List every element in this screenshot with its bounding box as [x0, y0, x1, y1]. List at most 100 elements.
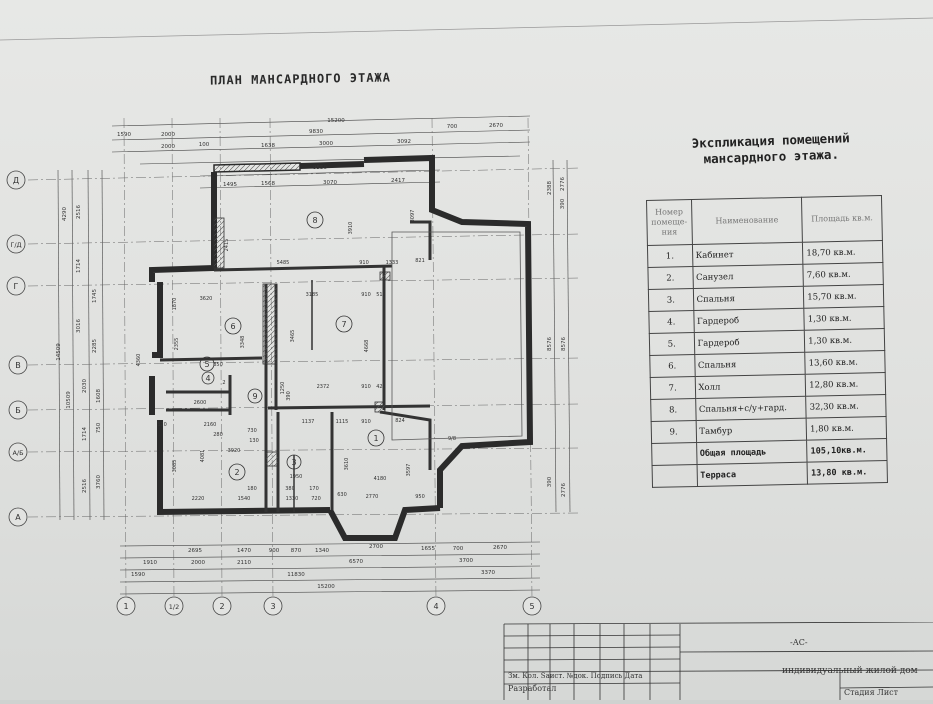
axis-marker-row: Б	[8, 400, 28, 420]
room-number: 1	[373, 434, 378, 443]
terrace-outline	[391, 231, 523, 441]
row-name: Гардероб	[693, 330, 805, 355]
top-dimension-lines	[111, 115, 531, 189]
dim-text: 2030	[82, 379, 88, 393]
room-number: 6	[230, 322, 235, 331]
room-number-circles	[199, 211, 385, 481]
header-num: Номер помеще-ния	[646, 199, 692, 246]
dim-text: 280	[213, 432, 223, 438]
dim-text: 2770	[366, 494, 379, 500]
dim-text: 824	[395, 418, 405, 424]
dim-text: 10509	[66, 391, 72, 409]
dim-text: 2372	[317, 384, 330, 390]
title-block-grid	[503, 621, 933, 700]
dim-text: 1745	[92, 289, 98, 303]
dim-text: 720	[311, 496, 321, 502]
left-dimension-texts: 4290 2516 1714 1745 3016 14509 2285 1050…	[56, 205, 102, 493]
dim-text: 1340	[315, 548, 329, 554]
row-name: Холл	[694, 374, 806, 399]
svg-text:А: А	[15, 513, 21, 522]
axis-marker-row: Г/Д	[6, 234, 26, 254]
dim-text: 2776	[561, 483, 567, 497]
bottom-dimension-texts: 2695 1470 900 870 1340 1655 700 2670 191…	[131, 544, 507, 590]
dim-text: 11830	[287, 572, 305, 578]
row-num: 1.	[647, 244, 693, 268]
dim-text: 3097	[410, 210, 416, 223]
row-name: Спальня	[694, 352, 806, 377]
axis-marker-col: 1/2	[164, 596, 184, 616]
dim-text: 4290	[62, 207, 68, 221]
dim-text: 2600	[194, 400, 207, 406]
bottom-dimension-lines	[119, 541, 541, 595]
row-name: Спальня+с/у+гард.	[695, 396, 807, 421]
row-name: Санузел	[692, 264, 804, 289]
dim-text: 2417	[391, 178, 405, 184]
row-num: 6.	[649, 354, 695, 378]
room-number-labels: 8 6 7 5 9 4 2 3 1	[204, 216, 378, 477]
dim-text: 910	[361, 384, 371, 390]
dim-text: 730	[247, 428, 257, 434]
dim-text: 9550	[313, 165, 327, 171]
table-header-row: Номер помеще-ния Наименование Площадь кв…	[646, 195, 883, 246]
dim-text: 9/8	[448, 436, 456, 442]
svg-text:1: 1	[123, 602, 128, 611]
dim-text: 3610	[344, 458, 350, 471]
axis-marker-row: А	[8, 507, 28, 527]
dim-text: 700	[453, 546, 464, 552]
axis-marker-row: А/Б	[8, 442, 28, 462]
room-number: 3	[291, 458, 296, 467]
row-area: 18,70 кв.м.	[802, 240, 883, 265]
dim-text: 2000	[161, 144, 175, 150]
svg-text:4: 4	[433, 602, 438, 611]
axis-marker-col: 4	[426, 596, 446, 616]
dim-text: 9830	[309, 129, 323, 135]
row-num: 9.	[651, 420, 697, 444]
total-value: 105,10кв.м.	[806, 438, 888, 463]
dim-text: 2695	[188, 548, 202, 554]
explication-table: Номер помеще-ния Наименование Площадь кв…	[646, 195, 888, 488]
dim-text: 3620	[200, 296, 213, 302]
svg-text:3: 3	[270, 602, 275, 611]
dim-text: 700	[447, 124, 458, 130]
room-number: 8	[312, 216, 317, 225]
right-dimension-texts: 2388 390 2776 8576 8576 390 2776	[547, 177, 567, 497]
dim-text: 4081	[200, 450, 206, 463]
dim-text: 3016	[76, 319, 82, 333]
dim-text: 910	[361, 292, 371, 298]
dim-text: 1137	[302, 419, 315, 425]
svg-text:1/2: 1/2	[169, 603, 179, 611]
row-area: 32,30 кв.м.	[805, 394, 887, 419]
dim-text: 3348	[240, 336, 246, 349]
sheet-frame-line	[0, 17, 933, 41]
dim-text: 1638	[261, 143, 275, 149]
empty-cell	[651, 442, 697, 466]
title-block-code: -АС-	[790, 638, 808, 647]
row-num: 3.	[648, 288, 694, 312]
terrace-label: Терраса	[696, 462, 808, 487]
svg-text:Г: Г	[14, 282, 19, 291]
dim-text: 510	[376, 292, 386, 298]
dim-text: 3000	[319, 141, 333, 147]
dim-text: 3185	[306, 292, 319, 298]
title-block-project: индивидуальный жилой дом	[782, 666, 918, 676]
dim-text: 3920	[228, 448, 241, 454]
header-area: Площадь кв.м.	[801, 195, 883, 243]
dim-text: 1495	[223, 182, 237, 188]
svg-text:5: 5	[529, 602, 534, 611]
dim-text: 4180	[374, 476, 387, 482]
row-area: 15,70 кв.м.	[803, 284, 884, 309]
svg-text:В: В	[15, 361, 21, 370]
dim-text: 3700	[459, 558, 473, 564]
dim-text: 4360	[136, 354, 142, 367]
column-axis-markers: 1 1/2 2 3 4 5	[116, 596, 542, 616]
room-number: 5	[204, 360, 209, 369]
dim-text: 2516	[82, 479, 88, 493]
dim-text: 2220	[192, 496, 205, 502]
title-block: -АС- индивидуальный жилой дом Зм. Кол. S…	[500, 621, 933, 700]
row-area: 13,60 кв.м.	[804, 350, 886, 375]
dim-text: 1333	[386, 260, 399, 266]
dim-text: 3597	[406, 464, 412, 477]
dim-text: 320	[157, 422, 167, 428]
row-num: 5.	[649, 332, 695, 356]
dim-text: 3085	[172, 460, 178, 473]
